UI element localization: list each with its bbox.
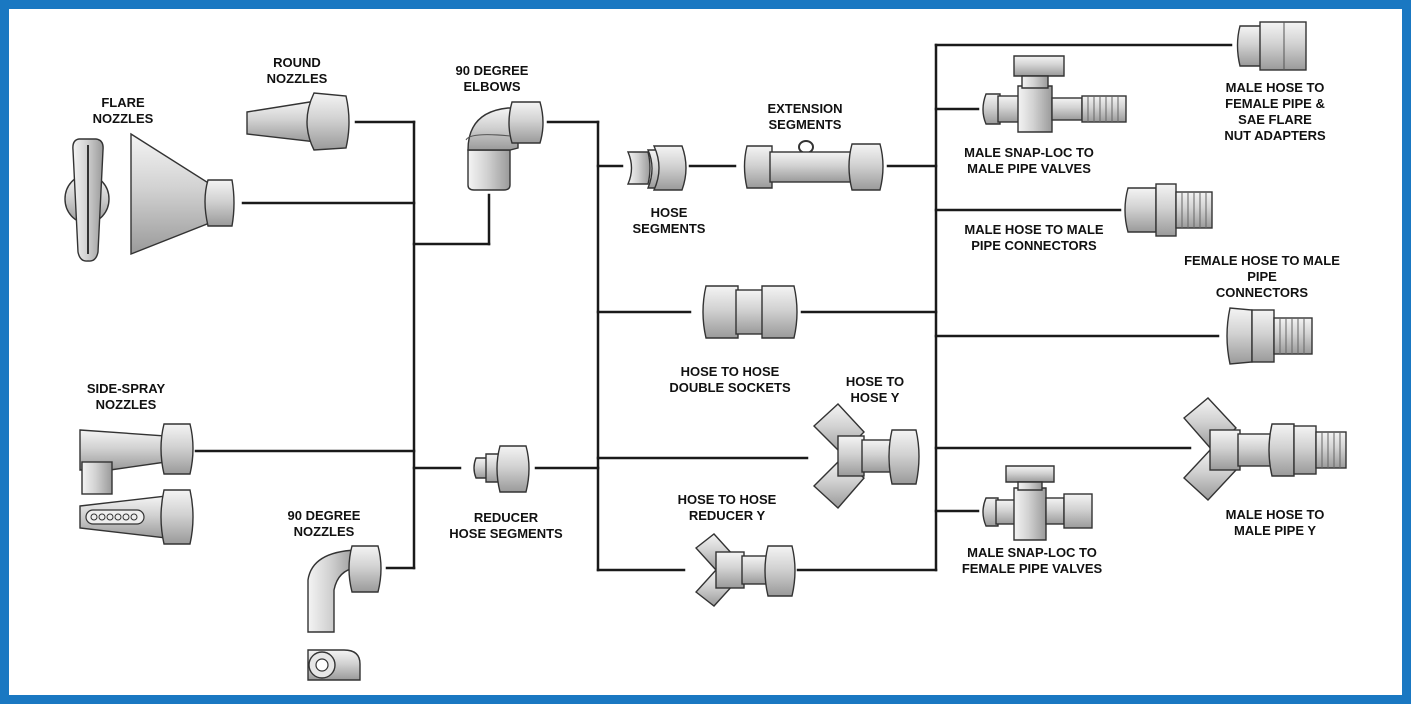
side-spray-nozzle-icon: [79, 423, 194, 495]
connector-lines: [194, 43, 1233, 572]
label-male-snaploc-male-pipe-valves: MALE SNAP-LOC TO MALE PIPE VALVES: [964, 145, 1094, 176]
double-socket-icon: [702, 285, 798, 339]
extension-segment-icon: [743, 140, 884, 191]
label-extension-segments: EXTENSION SEGMENTS: [767, 101, 843, 132]
hose-segment-icon: [626, 145, 687, 191]
label-male-hose-male-pipe-y: MALE HOSE TO MALE PIPE Y: [1225, 507, 1325, 538]
nozzle-90-end-icon: [307, 649, 361, 681]
label-90-degree-elbows: 90 DEGREE ELBOWS: [455, 63, 529, 94]
label-reducer-hose-segments: REDUCER HOSE SEGMENTS: [449, 510, 563, 541]
label-female-hose-male-pipe-connectors: FEMALE HOSE TO MALE PIPE CONNECTORS: [1184, 253, 1340, 300]
nozzle-90-icon: [307, 545, 382, 633]
label-90-degree-nozzles: 90 DEGREE NOZZLES: [287, 508, 361, 539]
male-pipe-connector-icon: [1124, 183, 1213, 237]
label-male-hose-female-pipe-adapters: MALE HOSE TO FEMALE PIPE & SAE FLARE NUT…: [1224, 80, 1326, 143]
hose-y-icon: [812, 403, 920, 510]
female-pipe-connector-icon: [1226, 307, 1313, 365]
label-male-hose-male-pipe-connectors: MALE HOSE TO MALE PIPE CONNECTORS: [964, 222, 1104, 253]
flare-nozzle-front-icon: [64, 138, 110, 262]
label-round-nozzles: ROUND NOZZLES: [266, 55, 328, 86]
label-hose-reducer-y: HOSE TO HOSE REDUCER Y: [677, 492, 777, 523]
male-pipe-y-icon: [1183, 397, 1347, 501]
label-flare-nozzles: FLARE NOZZLES: [92, 95, 154, 126]
side-spray-nozzle-bottom-icon: [79, 489, 194, 545]
female-pipe-adapter-icon: [1236, 21, 1307, 71]
label-hose-segments: HOSE SEGMENTS: [632, 205, 706, 236]
valve-male-pipe-icon: [982, 55, 1127, 133]
round-nozzle-icon: [246, 92, 350, 151]
valve-female-pipe-icon: [982, 465, 1093, 541]
flare-nozzle-side-icon: [130, 132, 235, 256]
elbow-90-icon: [465, 101, 544, 191]
reducer-y-icon: [694, 533, 796, 607]
label-male-snaploc-female-pipe-valves: MALE SNAP-LOC TO FEMALE PIPE VALVES: [961, 545, 1103, 576]
label-hose-double-sockets: HOSE TO HOSE DOUBLE SOCKETS: [669, 364, 791, 395]
label-side-spray-nozzles: SIDE-SPRAY NOZZLES: [86, 381, 166, 412]
reducer-hose-segment-icon: [473, 445, 530, 493]
label-hose-y: HOSE TO HOSE Y: [845, 374, 905, 405]
